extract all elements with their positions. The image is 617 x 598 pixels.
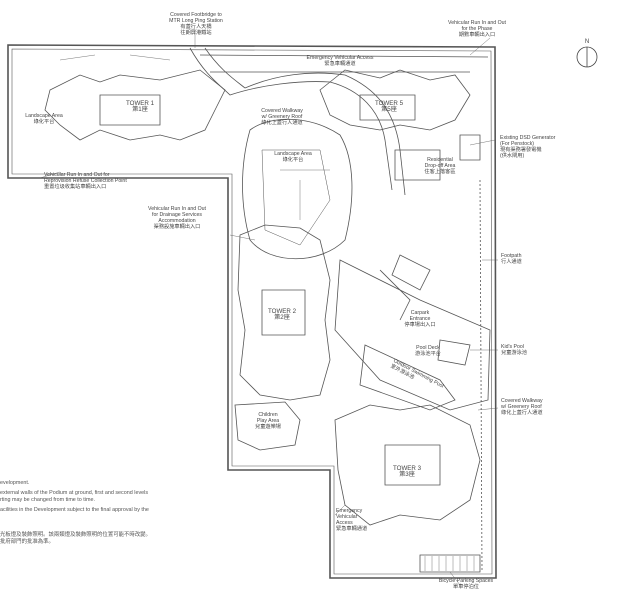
label-footpath: Footpath 行人通道 xyxy=(501,253,522,265)
label-children-play: Children Play Area 兒童遊樂場 xyxy=(255,412,281,430)
label-tower-2: TOWER 2 第2座 xyxy=(267,308,297,321)
label-drainage: Vehicular Run In and Out for Drainage Se… xyxy=(148,206,206,230)
note-line-4: acilities in the Development subject to … xyxy=(0,507,149,513)
label-tower-1: TOWER 1 第1座 xyxy=(125,100,155,113)
label-tower-5: TOWER 5 第5座 xyxy=(374,100,404,113)
label-kids-pool: Kid's Pool 兒童游泳池 xyxy=(501,344,527,356)
label-pool-deck: Pool Deck 游泳池平台 xyxy=(415,345,441,357)
label-emergency-top: Emergency Vehicular Access 緊急車輛通道 xyxy=(306,55,374,67)
outdoor-pool-outline xyxy=(359,344,456,411)
label-existing-dsd: Existing DSD Generator (For Penstock) 現有… xyxy=(500,135,556,159)
notes-block: evelopment. external walls of the Podium… xyxy=(0,480,151,546)
label-vehicular-phase: Vehicular Run In and Out for the Phase 期… xyxy=(448,20,506,38)
note-line-3: rting may be changed from time to time. xyxy=(0,497,95,503)
central-landscape xyxy=(242,118,353,259)
label-refuse-collection: Vehicular Run In and Out for Reprovision… xyxy=(44,172,127,190)
note-line-2: external walls of the Podium at ground, … xyxy=(0,490,149,496)
label-residential-dropoff: Residential Drop-off Area 住客上落客區 xyxy=(424,157,456,175)
label-landscape-left: Landscape Area 綠化平台 xyxy=(25,113,63,125)
tower-1-outline xyxy=(44,69,226,141)
note-line-6: 批府部門的批准為準。 xyxy=(0,539,54,545)
note-line-5: 光板燈及裝飾照明。該兩類燈及裝飾照明的位置可能不時改變。 xyxy=(0,532,151,538)
label-emergency-bottom: Emergency Vehicular Access 緊急車輛通道 xyxy=(336,508,368,532)
note-line-1: evelopment. xyxy=(0,480,30,486)
label-covered-walkway-right: Covered Walkway w/ Greenery Roof 綠化上蓋行人通… xyxy=(501,398,543,416)
north-label: N xyxy=(585,39,589,45)
label-footbridge: Covered Footbridge to MTR Long Ping Stat… xyxy=(169,12,223,36)
label-bicycle-parking: Bicycle Parking Spaces 單車停泊位 xyxy=(438,578,494,590)
site-boundary xyxy=(7,44,497,579)
tower-2-outline xyxy=(237,224,331,401)
label-tower-3: TOWER 3 第3座 xyxy=(392,465,422,478)
north-arrow-icon: N xyxy=(576,39,598,68)
label-landscape-center: Landscape Area 綠化平台 xyxy=(274,151,312,163)
label-covered-walkway-top: Covered Walkway w/ Greenery Roof 綠化上蓋行人通… xyxy=(261,108,303,126)
tower-5-outline xyxy=(319,69,471,131)
label-carpark-entrance: Carpark Entrance 停車場出入口 xyxy=(404,310,436,328)
